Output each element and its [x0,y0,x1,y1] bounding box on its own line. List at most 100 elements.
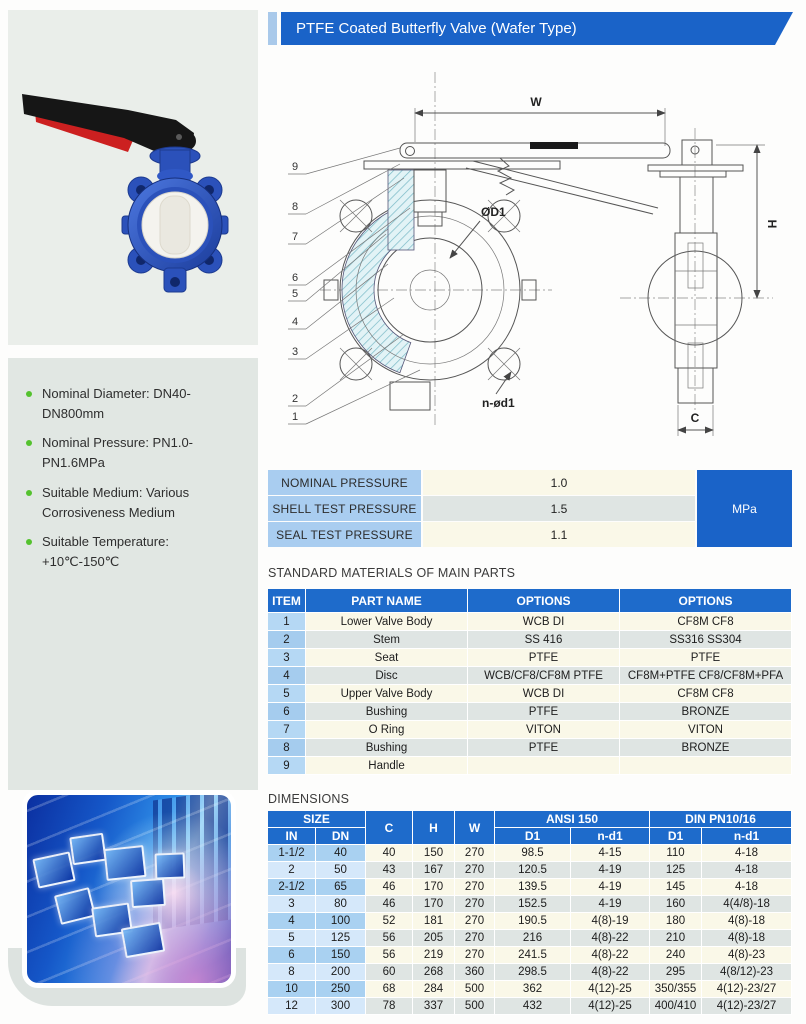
pressure-value: 1.0 [423,470,695,495]
dims-row: 3 80 46 170 270 152.5 4-19 160 4(4/8)-18 [268,896,793,913]
materials-row: 6 Bushing PTFE BRONZE [268,703,792,721]
col-in: IN [268,828,316,845]
option-cell: VITON [620,721,792,739]
col-w: W [455,811,496,845]
part-name-cell: Upper Valve Body [306,685,468,703]
part-name-cell: Seat [306,649,468,667]
side-view [647,139,744,404]
size-dn-cell: 150 [316,947,367,964]
col-ansi-nd1: n-d1 [571,828,651,845]
h-cell: 170 [413,896,456,913]
c-cell: 40 [366,845,414,862]
option-cell: CF8M CF8 [620,685,792,703]
item-cell: 8 [268,739,306,757]
spec-bullet: Suitable Medium: Various Corrosiveness M… [26,483,246,523]
c-cell: 60 [366,964,414,981]
option-cell [620,757,792,775]
col-din-d1: D1 [650,828,703,845]
size-dn-cell: 100 [316,913,367,930]
dims-header-row-1: SIZE C H W ANSI 150 DIN PN10/16 [268,811,793,845]
col-din-nd1: n-d1 [702,828,793,845]
h-cell: 337 [413,998,456,1015]
abstract-screen [154,852,186,880]
col-ansi-150: ANSI 150 [495,811,651,828]
ansi-d1-cell: 190.5 [495,913,572,930]
w-cell: 270 [455,862,496,879]
label-nd1: n-ød1 [482,396,515,410]
c-cell: 56 [366,930,414,947]
size-dn-cell: 300 [316,998,367,1015]
gland [413,169,447,213]
col-options-2: OPTIONS [620,589,792,613]
dim-c-label: C [691,411,700,425]
part-name-cell: Bushing [306,703,468,721]
din-d1-cell: 110 [650,845,703,862]
w-cell: 360 [455,964,496,981]
din-d1-cell: 180 [650,913,703,930]
h-cell: 205 [413,930,456,947]
handle-hub [178,132,196,150]
part-name-cell: Stem [306,631,468,649]
dim-w: W [414,95,666,146]
din-d1-cell: 240 [650,947,703,964]
abstract-tech-image [22,790,236,988]
din-d1-cell: 400/410 [650,998,703,1015]
materials-row: 3 Seat PTFE PTFE [268,649,792,667]
w-cell: 270 [455,845,496,862]
part-number: 6 [292,272,298,284]
dims-row: 2 50 43 167 270 120.5 4-19 125 4-18 [268,862,793,879]
h-cell: 170 [413,879,456,896]
din-d1-cell: 145 [650,879,703,896]
spec-bullet: Nominal Diameter: DN40-DN800mm [26,384,246,424]
specs-panel: Nominal Diameter: DN40-DN800mm Nominal P… [8,358,258,790]
dims-row: 10 250 68 284 500 362 4(12)-25 350/355 4… [268,981,793,998]
mounting-plate [363,160,561,170]
col-item: ITEM [268,589,306,613]
pressure-unit: MPa [697,470,792,547]
ansi-d1-cell: 362 [495,981,572,998]
technical-drawing: W H C ØD1 n-ød1 9 [268,58,806,460]
dim-h-label: H [765,220,779,229]
ansi-nd1-cell: 4(8)-22 [571,930,651,947]
size-dn-cell: 125 [316,930,367,947]
materials-table: ITEM PART NAME OPTIONS OPTIONS 1 Lower V… [268,589,792,775]
option-cell: PTFE [620,649,792,667]
dim-c: C [677,405,714,436]
h-cell: 181 [413,913,456,930]
part-number: 9 [292,161,298,173]
din-nd1-cell: 4(8)-23 [702,947,793,964]
din-d1-cell: 295 [650,964,703,981]
item-cell: 9 [268,757,306,775]
size-in-cell: 1-1/2 [268,845,316,862]
materials-row: 9 Handle [268,757,792,775]
dimensions-table: SIZE C H W ANSI 150 DIN PN10/16 IN DN D1… [268,811,793,1015]
c-cell: 56 [366,947,414,964]
ansi-d1-cell: 298.5 [495,964,572,981]
pressure-row: SEAL TEST PRESSURE 1.1 [268,522,695,547]
option-cell: SS316 SS304 [620,631,792,649]
din-nd1-cell: 4(8/12)-23 [702,964,793,981]
disc-circle [377,237,483,343]
materials-row: 4 Disc WCB/CF8/CF8M PTFE CF8M+PTFE CF8/C… [268,667,792,685]
din-nd1-cell: 4(12)-23/27 [702,981,793,998]
pressure-row: SHELL TEST PRESSURE 1.5 [268,496,695,521]
ansi-d1-cell: 152.5 [495,896,572,913]
size-in-cell: 2-1/2 [268,879,316,896]
part-number: 2 [292,393,298,405]
handle-screw [176,134,182,140]
ansi-nd1-cell: 4-19 [571,896,651,913]
pressure-label: NOMINAL PRESSURE [268,470,421,495]
din-d1-cell: 125 [650,862,703,879]
c-cell: 68 [366,981,414,998]
item-cell: 7 [268,721,306,739]
butterfly-valve-photo [22,94,229,293]
part-name-cell: Bushing [306,739,468,757]
size-dn-cell: 80 [316,896,367,913]
size-in-cell: 8 [268,964,316,981]
lug-holes [339,199,521,381]
ptfe-disc [159,195,191,255]
disc-edge [647,250,743,346]
size-dn-cell: 50 [316,862,367,879]
option-cell: CF8M CF8 [620,613,792,631]
part-number: 1 [292,411,298,423]
